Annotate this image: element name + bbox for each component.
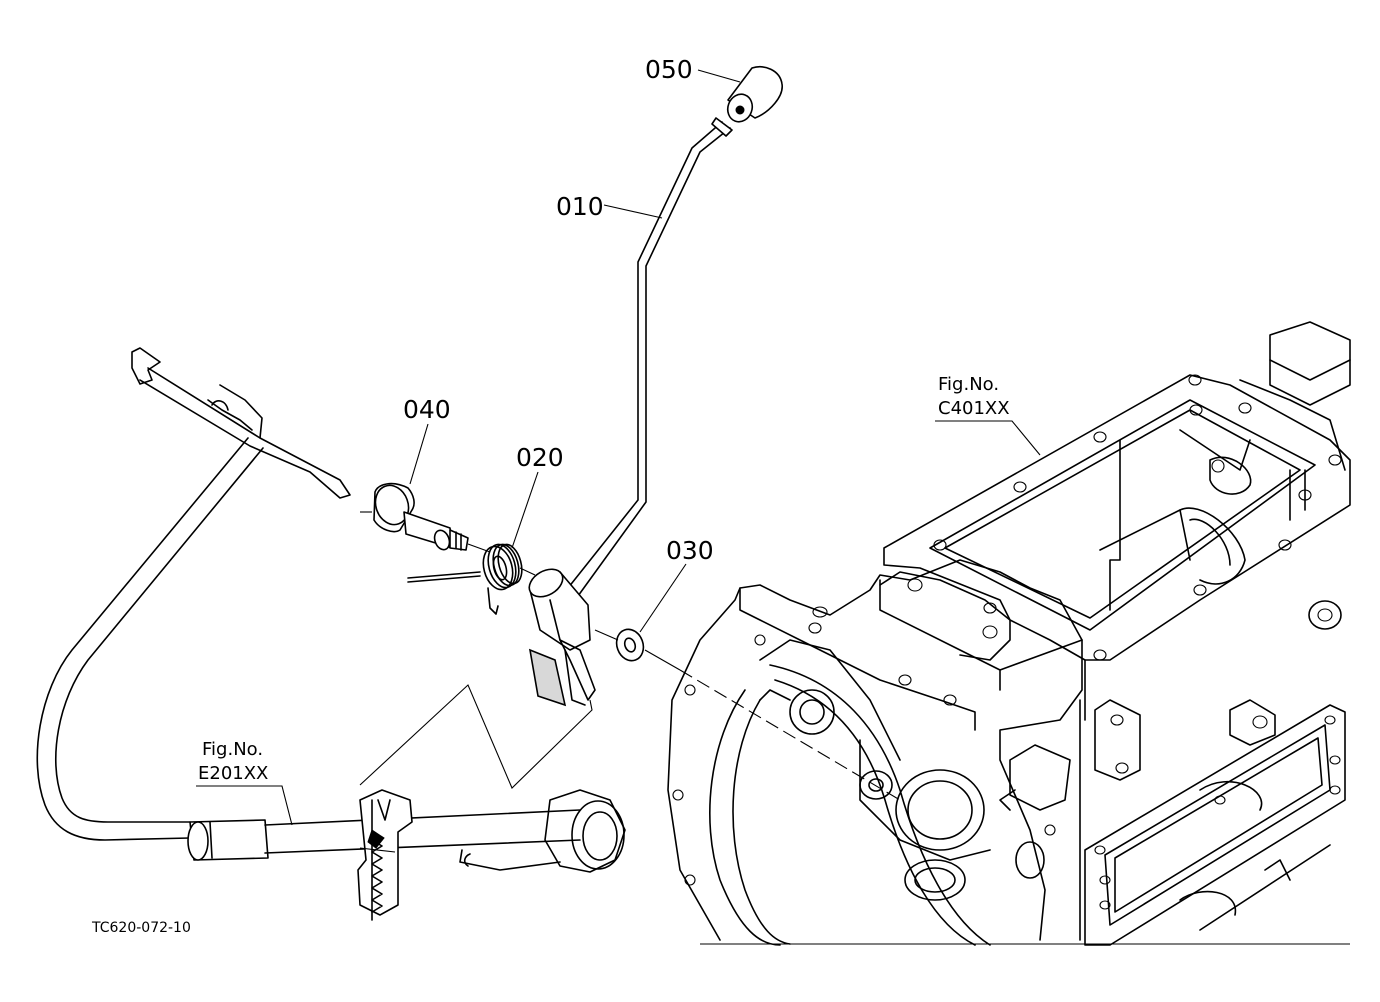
- part-label-030: 030: [666, 536, 714, 565]
- part-label-020: 020: [516, 443, 564, 472]
- knob-icon: [726, 66, 783, 123]
- part-label-050: 050: [645, 55, 693, 84]
- lever-rod-icon: [567, 117, 733, 597]
- ref-c401-line2: C401XX: [938, 398, 1010, 419]
- ref-e201-line2: E201XX: [198, 763, 268, 784]
- ref-c401-line1: Fig.No.: [938, 374, 999, 395]
- pin-bolt-icon: [373, 482, 469, 551]
- leader-lines: [196, 69, 1041, 826]
- ref-e201-line1: Fig.No.: [202, 739, 263, 760]
- washer-icon: [615, 628, 645, 662]
- drawing-code: TC620-072-10: [91, 920, 191, 936]
- transmission-housing-drawing: [667, 321, 1351, 946]
- part-labels: 050 010 040 020 030: [403, 55, 714, 565]
- figure-references: Fig.No. C401XX Fig.No. E201XX: [198, 374, 1010, 784]
- assembly-center-lines: [359, 511, 901, 801]
- part-label-040: 040: [403, 395, 451, 424]
- part-label-010: 010: [556, 192, 604, 221]
- pedal-assembly-drawing: [36, 347, 626, 921]
- torsion-spring-icon: [407, 543, 523, 615]
- lever-hub-drawing: [528, 568, 596, 707]
